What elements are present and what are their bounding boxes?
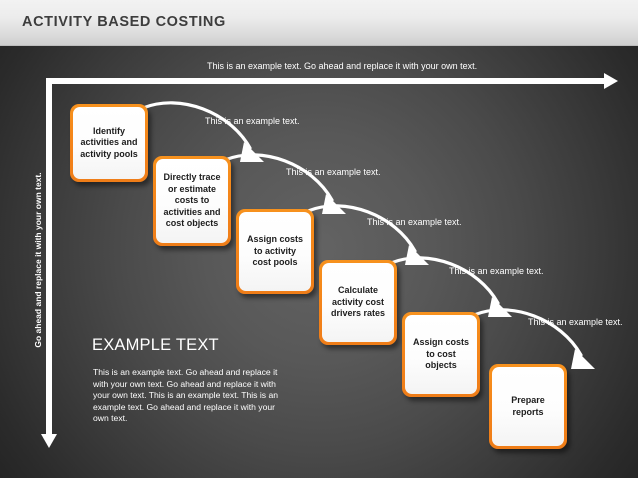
page-title: ACTIVITY BASED COSTING <box>22 14 226 30</box>
step-label-1: Identify activities and activity pools <box>80 125 138 159</box>
vertical-axis-label: Go ahead and replace it with your own te… <box>33 172 43 348</box>
horizontal-axis-arrow <box>46 78 606 84</box>
top-caption: This is an example text. Go ahead and re… <box>207 61 478 71</box>
connector-arrow-4 <box>389 256 512 317</box>
step-label-6: Prepare reports <box>511 395 545 417</box>
step-box-3[interactable]: Assign costs to activity cost pools <box>236 209 314 294</box>
step-box-3-inner: Assign costs to activity cost pools <box>239 212 311 291</box>
step-label-4: Calculate activity cost drivers rates <box>330 285 386 319</box>
step-box-1-inner: Identify activities and activity pools <box>73 107 145 179</box>
vertical-axis-arrow <box>46 78 52 438</box>
step-box-2[interactable]: Directly trace or estimate costs to acti… <box>153 156 231 246</box>
step-box-6[interactable]: Prepare reports <box>489 364 567 449</box>
step-label-5: Assign costs to cost objects <box>412 337 470 371</box>
connector-arrow-1 <box>141 101 264 162</box>
step-box-4-inner: Calculate activity cost drivers rates <box>322 263 394 342</box>
step-box-4[interactable]: Calculate activity cost drivers rates <box>319 260 397 345</box>
step-caption-3: This is an example text. <box>367 217 462 227</box>
connector-arrow-3 <box>306 204 429 265</box>
connector-arrow-5 <box>472 308 595 369</box>
step-box-5[interactable]: Assign costs to cost objects <box>402 312 480 397</box>
body-text: This is an example text. Go ahead and re… <box>93 367 279 423</box>
step-caption-4: This is an example text. <box>449 266 544 276</box>
step-label-3: Assign costs to activity cost pools <box>246 234 304 268</box>
step-caption-1: This is an example text. <box>205 116 300 126</box>
step-box-1[interactable]: Identify activities and activity pools <box>70 104 148 182</box>
step-label-2: Directly trace or estimate costs to acti… <box>163 172 221 229</box>
vertical-axis-arrowhead <box>41 434 57 448</box>
connector-arrow-2 <box>223 153 346 214</box>
body-heading: EXAMPLE TEXT <box>92 336 219 354</box>
step-box-5-inner: Assign costs to cost objects <box>405 315 477 394</box>
step-caption-2: This is an example text. <box>286 167 381 177</box>
step-box-6-inner: Prepare reports <box>492 367 564 446</box>
step-caption-5: This is an example text. <box>528 317 623 327</box>
step-box-2-inner: Directly trace or estimate costs to acti… <box>156 159 228 243</box>
horizontal-axis-arrowhead <box>604 73 618 89</box>
slide-header: ACTIVITY BASED COSTING <box>0 0 638 46</box>
